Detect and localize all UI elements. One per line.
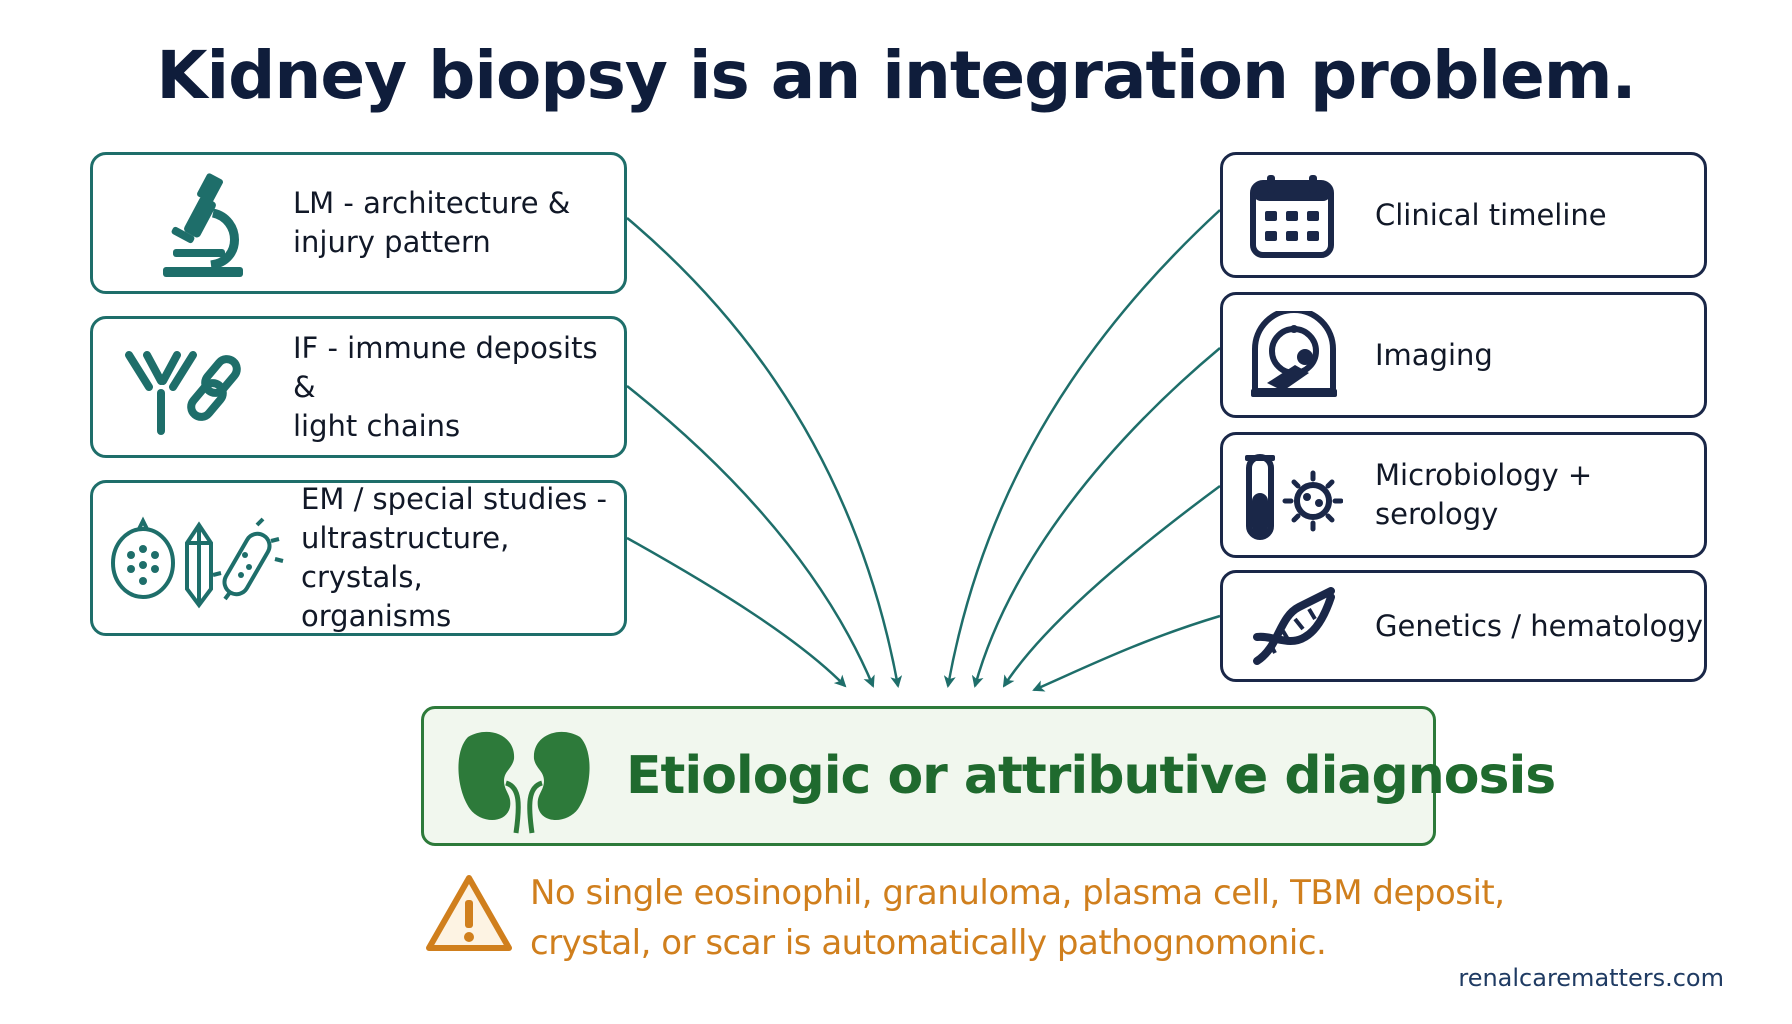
lm-input-label: LM - architecture &injury pattern xyxy=(293,186,571,259)
kidneys-icon xyxy=(458,731,590,834)
warning-text: No single eosinophil, granuloma, plasma … xyxy=(530,873,1505,963)
calendar-icon xyxy=(1250,175,1334,258)
if-input-box: IF - immune deposits &light chains xyxy=(90,316,627,458)
arrow-clinical xyxy=(943,209,1221,688)
if-input-label: IF - immune deposits &light chains xyxy=(293,330,598,443)
dna-icon xyxy=(1253,587,1335,665)
em-input-label: EM / special studies -ultrastructure, cr… xyxy=(301,482,607,633)
arrow-imaging xyxy=(971,347,1221,688)
arrow-em xyxy=(626,536,847,688)
cell-crystal-bacteria-icon xyxy=(111,516,284,609)
diagnosis-box: Etiologic or attributive diagnosis xyxy=(421,706,1556,846)
clinical-input-box: Clinical timeline xyxy=(1220,152,1707,278)
genetics-input-box: Genetics / hematology xyxy=(1220,570,1707,682)
microscope-icon xyxy=(163,173,243,277)
mri-scanner-icon xyxy=(1251,311,1337,397)
credit-text: renalcarematters.com xyxy=(1458,964,1724,992)
arrow-genetics xyxy=(1032,614,1221,692)
genetics-input-label: Genetics / hematology xyxy=(1375,608,1703,643)
imaging-input-box: Imaging xyxy=(1220,292,1707,418)
microbiology-input-label: Microbiology + serology xyxy=(1375,458,1593,531)
imaging-input-label: Imaging xyxy=(1375,337,1493,372)
arrow-lm xyxy=(626,217,903,688)
antibody-chain-icon xyxy=(125,351,241,435)
em-input-box: EM / special studies -ultrastructure, cr… xyxy=(90,480,627,636)
page-title: Kidney biopsy is an integration problem. xyxy=(156,37,1636,114)
warning-icon xyxy=(426,875,512,951)
test-tube-virus-icon xyxy=(1245,454,1343,540)
arrow-if xyxy=(626,385,875,688)
microbiology-input-box: Microbiology + serology xyxy=(1220,432,1707,558)
arrow-micro xyxy=(1002,484,1221,688)
clinical-input-label: Clinical timeline xyxy=(1375,197,1607,232)
lm-input-box: LM - architecture &injury pattern xyxy=(90,152,627,294)
diagnosis-label: Etiologic or attributive diagnosis xyxy=(626,746,1556,806)
